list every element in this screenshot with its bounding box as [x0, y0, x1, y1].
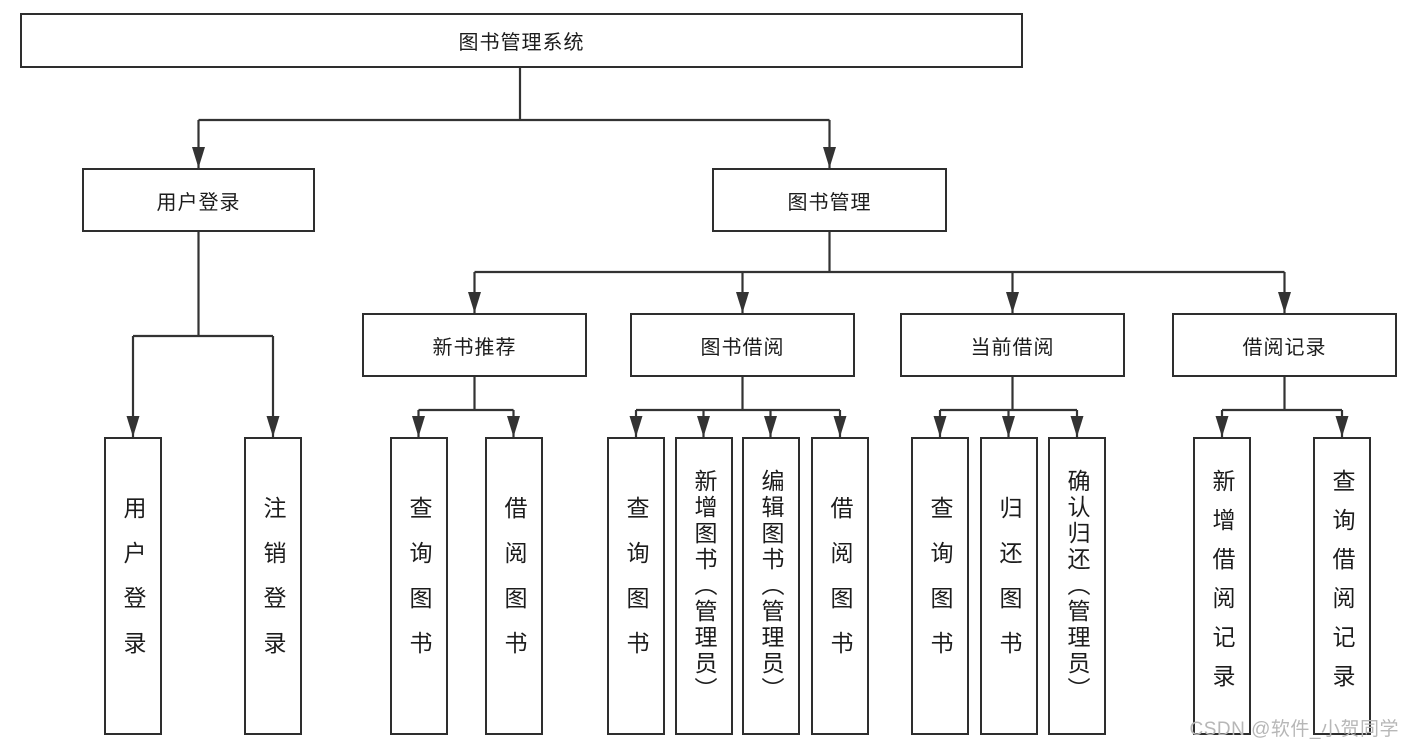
- leaf-label: 查询图书: [623, 496, 649, 676]
- leaf-label: 查询图书: [406, 496, 432, 676]
- leaf-query-books-current: 查询图书: [911, 437, 969, 735]
- csdn-watermark: CSDN @软件_小贺同学: [1189, 719, 1399, 740]
- leaf-logout: 注销登录: [244, 437, 302, 735]
- node-label: 图书管理: [787, 191, 872, 214]
- leaf-label: 用户登录: [120, 496, 146, 676]
- leaf-return-books: 归还图书: [980, 437, 1038, 735]
- leaf-borrow-books-recommend: 借阅图书: [485, 437, 543, 735]
- leaf-edit-books-admin: 编辑图书（管理员）: [742, 437, 800, 735]
- node-label: 当前借阅: [970, 336, 1055, 359]
- node-library-management-system: 图书管理系统: [20, 13, 1023, 68]
- leaf-label: 查询借阅记录: [1329, 469, 1355, 703]
- leaf-query-books-recommend: 查询图书: [390, 437, 448, 735]
- node-label: 图书管理系统: [458, 32, 585, 54]
- node-book-management: 图书管理: [712, 168, 947, 232]
- node-label: 借阅记录: [1242, 336, 1327, 359]
- leaf-label: 查询图书: [927, 496, 953, 676]
- node-label: 用户登录: [156, 191, 241, 214]
- leaf-query-borrow-record: 查询借阅记录: [1313, 437, 1371, 735]
- leaf-label: 确认归还（管理员）: [1064, 469, 1090, 703]
- leaf-user-login: 用户登录: [104, 437, 162, 735]
- node-label: 图书借阅: [700, 336, 785, 359]
- leaf-query-books-borrow: 查询图书: [607, 437, 665, 735]
- leaf-label: 新增借阅记录: [1209, 469, 1235, 703]
- leaf-confirm-return-admin: 确认归还（管理员）: [1048, 437, 1106, 735]
- node-label: 新书推荐: [432, 336, 517, 359]
- leaf-label: 注销登录: [260, 496, 286, 676]
- leaf-label: 新增图书（管理员）: [691, 469, 717, 703]
- node-new-book-recommend: 新书推荐: [362, 313, 587, 377]
- node-book-borrow: 图书借阅: [630, 313, 855, 377]
- leaf-label: 借阅图书: [501, 496, 527, 676]
- leaf-borrow-books-borrow: 借阅图书: [811, 437, 869, 735]
- leaf-add-borrow-record: 新增借阅记录: [1193, 437, 1251, 735]
- leaf-label: 编辑图书（管理员）: [758, 469, 784, 703]
- leaf-add-books-admin: 新增图书（管理员）: [675, 437, 733, 735]
- leaf-label: 借阅图书: [827, 496, 853, 676]
- node-user-login: 用户登录: [82, 168, 315, 232]
- node-borrow-records: 借阅记录: [1172, 313, 1397, 377]
- leaf-label: 归还图书: [996, 496, 1022, 676]
- node-current-borrow: 当前借阅: [900, 313, 1125, 377]
